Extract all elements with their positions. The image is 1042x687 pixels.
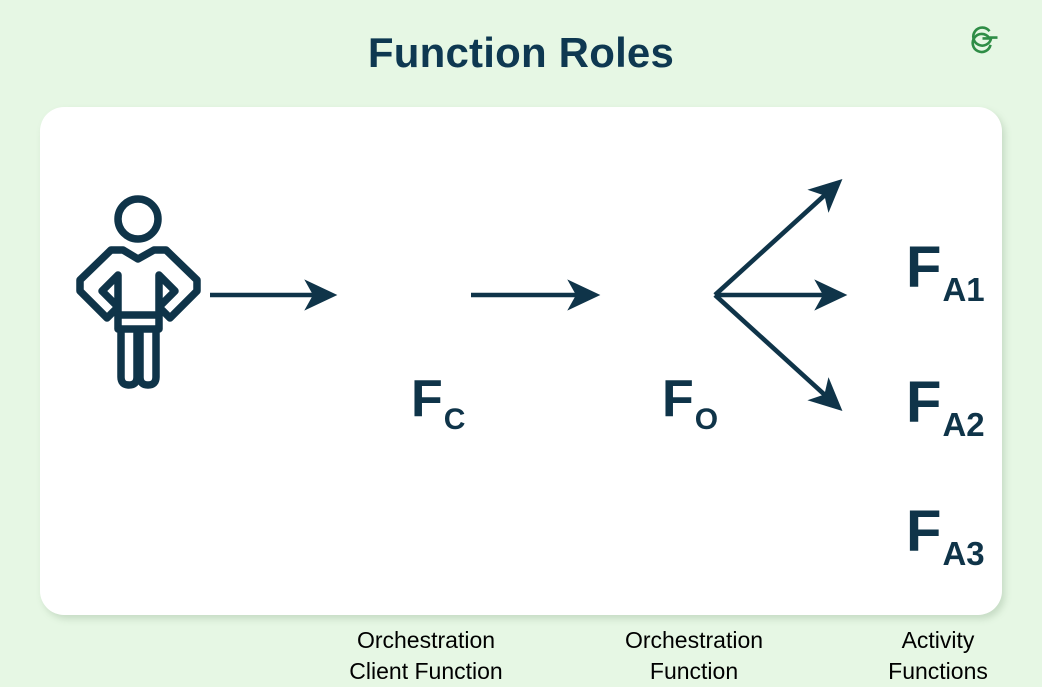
node-orchestration-subscript: O (694, 402, 719, 436)
caption-activity-functions: Activity Functions (888, 627, 988, 685)
arrow-orchestrator-to-activity-1 (713, 179, 843, 297)
node-activity-1-subscript: A1 (942, 270, 985, 308)
node-activity-3-subscript: A3 (942, 534, 985, 572)
node-activity-2-base: F (906, 370, 942, 435)
node-activity-function-3: FA3 (906, 503, 985, 570)
node-activity-2-subscript: A2 (942, 405, 985, 443)
node-client-function: FC (411, 373, 465, 435)
node-activity-function-2: FA2 (906, 374, 985, 441)
geeksforgeeks-logo (962, 18, 1018, 58)
caption-orchestration-function: Orchestration Function (624, 627, 764, 685)
diagram-card: FC FO FA1 FA2 FA3 Orchestration Client F… (40, 107, 1002, 684)
node-client-base: F (411, 370, 443, 428)
node-activity-3-base: F (906, 499, 942, 564)
person-icon (76, 195, 201, 389)
node-orchestration-base: F (662, 370, 694, 428)
diagram-canvas (76, 179, 848, 411)
arrow-orchestrator-to-activity-3 (713, 293, 843, 411)
node-activity-1-base: F (906, 235, 942, 300)
node-client-subscript: C (443, 402, 466, 436)
page-title: Function Roles (367, 29, 675, 76)
caption-orchestration-client-function: Orchestration Client Function (349, 627, 503, 685)
node-activity-function-1: FA1 (906, 239, 985, 306)
node-orchestration-function: FO (662, 373, 718, 435)
